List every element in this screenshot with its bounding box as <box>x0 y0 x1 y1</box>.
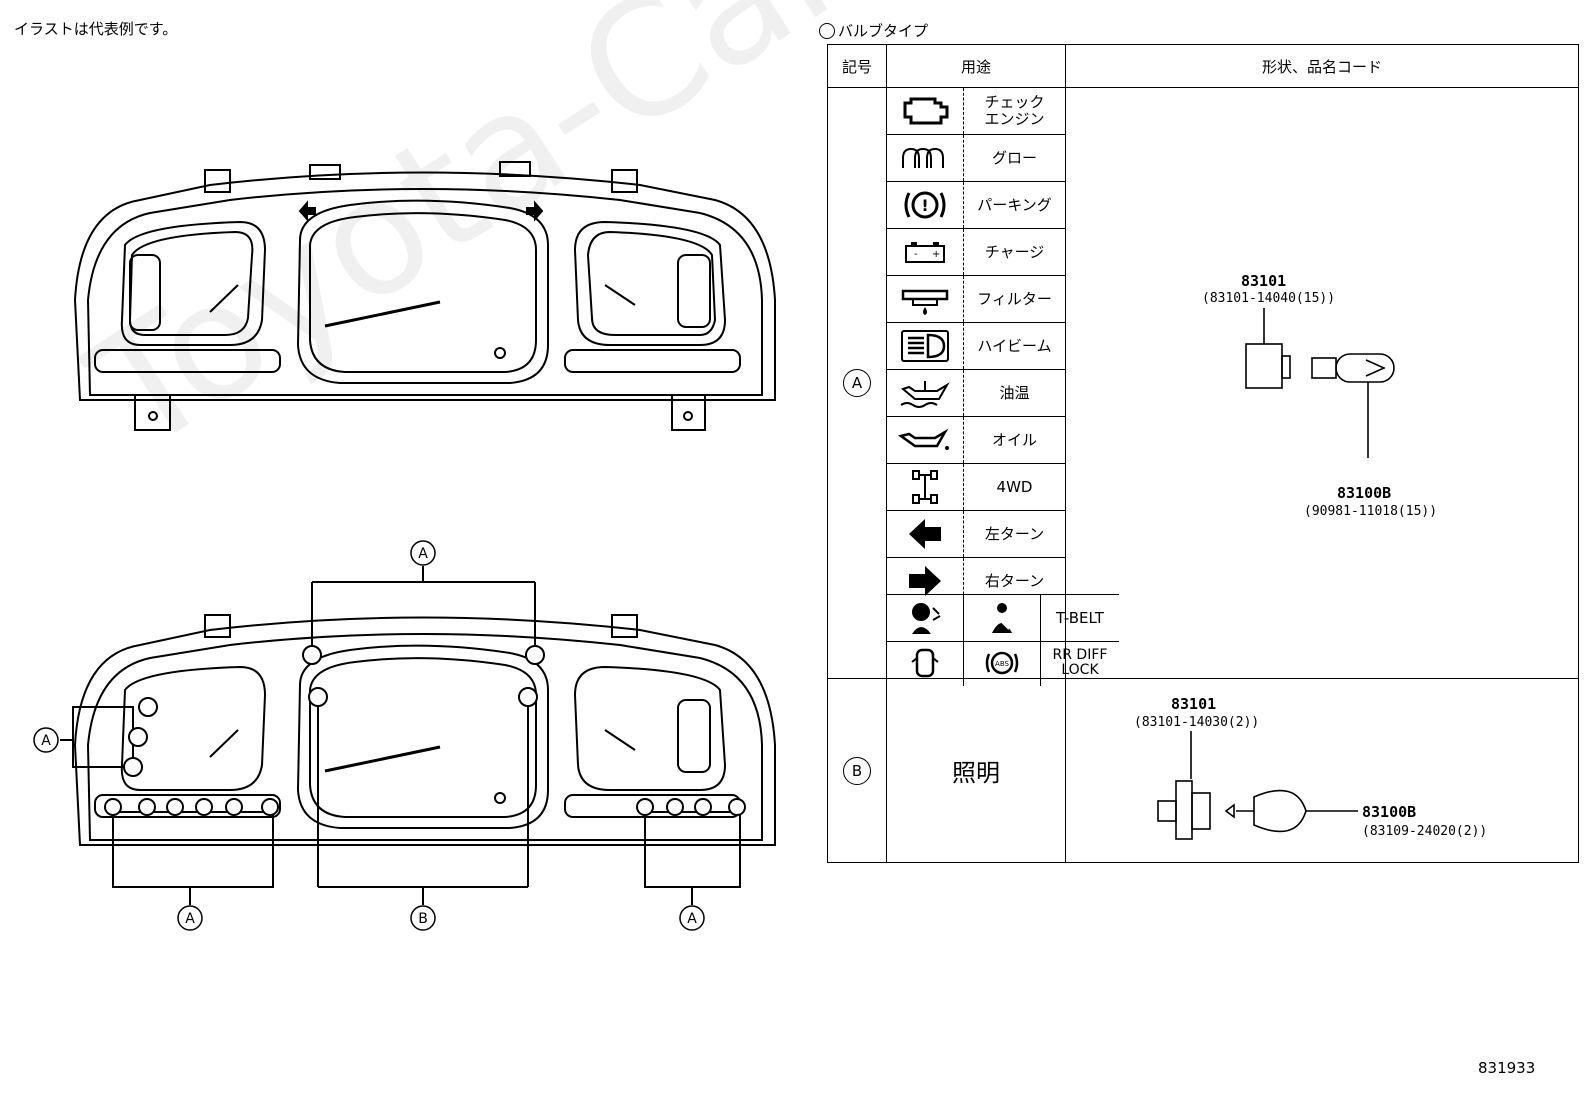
usage-label: 左ターン <box>984 524 1045 543</box>
symbol-a: A <box>843 369 871 397</box>
callout-b-bottom <box>410 905 436 931</box>
callout-b-label: B <box>418 911 428 927</box>
callout-a-label: A <box>418 546 428 562</box>
usage-row: チェック エンジン <box>887 88 1065 135</box>
part-socket-b: 83101 <box>1171 695 1217 713</box>
usage-cell-b: 照明 <box>886 678 1066 863</box>
usage-row: ハイビーム <box>887 323 1065 370</box>
usage-row: ! パーキング <box>887 182 1065 229</box>
cluster-diagrams: A A A B A <box>33 161 776 931</box>
usage-row: 油温 <box>887 370 1065 417</box>
part-bulb-b-code: (83109-24020(2)) <box>1362 824 1488 839</box>
usage-label: フィルター <box>977 289 1052 308</box>
callout-a-label: A <box>185 911 195 927</box>
document-number: 831933 <box>1478 1059 1536 1077</box>
seatbelt-icon <box>964 595 1041 641</box>
callout-a-label: A <box>41 733 51 749</box>
part-bulb-b: 83100B <box>1362 803 1417 821</box>
check-engine-icon <box>887 88 964 134</box>
oil-pressure-icon <box>887 417 964 463</box>
usage-label: 油温 <box>999 383 1030 402</box>
part-bulb-a: 83100B <box>1337 484 1392 502</box>
door-open-icon <box>887 640 964 686</box>
usage-row: フィルター <box>887 276 1065 323</box>
usage-label: グロー <box>991 148 1037 167</box>
illustration-note: イラストは代表例です。 <box>14 20 178 38</box>
four-wheel-drive-icon <box>887 464 964 510</box>
symbol-cell-a: A <box>827 87 887 679</box>
usage-row: グロー <box>887 135 1065 182</box>
bulb-table: 記号 用途 形状、品名コード A チェック エンジングロー!パーキング-+チャー… <box>827 44 1579 863</box>
high-beam-icon <box>887 323 964 369</box>
bulb-title-marker <box>819 23 835 39</box>
symbol-cell-b: B <box>827 678 887 863</box>
right-arrow-icon <box>887 558 964 604</box>
svg-text:ABS: ABS <box>995 660 1009 668</box>
callout-a-bottom-left <box>177 905 203 931</box>
bulb-a-drawing: 83101 (83101-14040(15)) 83100B (90981-11… <box>1066 88 1578 678</box>
header-shape: 形状、品名コード <box>1065 44 1579 88</box>
usage-label: チャージ <box>984 242 1045 261</box>
usage-row: 4WD <box>887 464 1065 511</box>
usage-label: パーキング <box>977 195 1052 214</box>
usage-label: 4WD <box>996 477 1033 496</box>
header-usage: 用途 <box>886 44 1066 88</box>
usage-label: オイル <box>991 430 1037 449</box>
fuel-filter-icon <box>887 276 964 322</box>
header-symbol: 記号 <box>827 44 887 88</box>
cluster-bottom <box>60 566 776 905</box>
abs-icon: ABS <box>964 640 1041 686</box>
cluster-top <box>73 161 776 431</box>
callout-a-label: A <box>687 911 697 927</box>
callout-a-bottom-right <box>679 905 705 931</box>
shape-cell-a: 83101 (83101-14040(15)) 83100B (90981-11… <box>1065 87 1579 679</box>
callout-a-top <box>410 540 436 566</box>
part-socket-a-code: (83101-14040(15)) <box>1202 291 1336 306</box>
battery-charge-icon: -+ <box>887 229 964 275</box>
usage-label: 右ターン <box>984 571 1045 590</box>
parking-brake-icon: ! <box>887 182 964 228</box>
bulb-b-drawing <box>1157 731 1358 840</box>
wedge-bulb-a-drawing <box>1245 308 1395 458</box>
usage-row: 左ターン <box>887 511 1065 558</box>
airbag-icon <box>887 595 964 641</box>
part-bulb-a-code: (90981-11018(15)) <box>1304 504 1438 519</box>
oil-temp-icon <box>887 370 964 416</box>
usage-label: チェック エンジン <box>984 93 1045 128</box>
svg-text:-: - <box>914 249 918 260</box>
glow-icon <box>887 135 964 181</box>
svg-text:+: + <box>932 249 940 260</box>
usage-row: 右ターン <box>887 558 1065 604</box>
bulb-type-title: バルブタイプ <box>838 22 929 40</box>
usage-row: -+チャージ <box>887 229 1065 276</box>
callout-a-left <box>33 727 59 753</box>
part-socket-b-code: (83101-14030(2)) <box>1134 715 1260 730</box>
usage-row: オイル <box>887 417 1065 464</box>
svg-text:!: ! <box>921 196 928 215</box>
shape-cell-b: 83101 (83101-14030(2)) 83100B (83109-240… <box>1065 678 1579 863</box>
usage-label: ハイビーム <box>977 336 1052 355</box>
part-socket-a: 83101 <box>1241 272 1287 290</box>
left-arrow-icon <box>887 511 964 557</box>
symbol-b: B <box>843 756 871 785</box>
